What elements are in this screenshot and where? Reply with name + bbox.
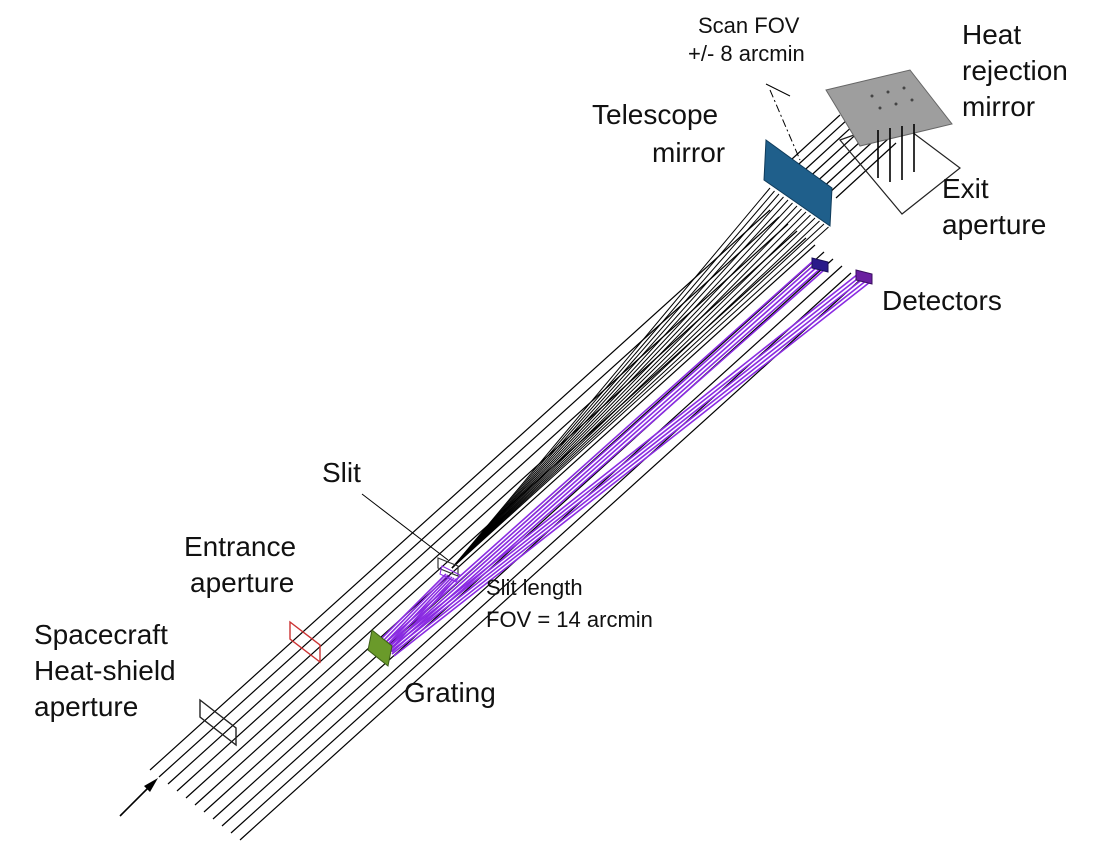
grating-to-detector2-ray (387, 275, 862, 651)
heat-rejection-label-line2: rejection (962, 55, 1068, 86)
converging-ray (451, 190, 775, 569)
entrance-aperture-label-line2: aperture (190, 567, 295, 598)
converging-ray (451, 208, 802, 569)
converging-ray (451, 193, 780, 569)
slit-label: Slit (322, 457, 361, 488)
slit-to-grating-ray (383, 575, 451, 645)
grating-to-detector2-ray (393, 281, 871, 657)
grating-to-detector2-ray (385, 273, 859, 649)
slit-to-grating-ray (389, 578, 457, 651)
dispersed-rays (379, 261, 871, 657)
detector-2 (855, 269, 873, 285)
converging-ray (451, 196, 784, 569)
converging-ray (451, 223, 825, 569)
telescope-mirror-label-line2: mirror (652, 137, 726, 168)
slit-mirror-frame (439, 565, 461, 583)
grating-element (367, 629, 393, 667)
reflected-ray-arrows (877, 124, 915, 182)
incoming-ray-bundle (149, 114, 897, 841)
incoming-ray (221, 265, 843, 827)
converging-ray (451, 202, 793, 569)
grating-to-detector2-ray (391, 279, 868, 655)
telescope-mirror-label-line1: Telescope (592, 99, 719, 130)
converging-rays (451, 187, 829, 569)
grating-to-detector1-ray (389, 267, 822, 651)
detectors-label: Detectors (882, 285, 1002, 316)
entrance-aperture-frame (289, 620, 321, 664)
converging-ray (451, 220, 820, 569)
grating-to-detector1-ray (387, 265, 819, 649)
spacecraft-label-line3: aperture (34, 691, 139, 722)
scan-fov-leader-line (765, 83, 791, 97)
slit-to-grating-ray (387, 577, 455, 649)
spacecraft-label-line2: Heat-shield (34, 655, 176, 686)
incoming-ray (158, 216, 780, 778)
slit-leader-line (361, 493, 449, 561)
incoming-ray (194, 244, 816, 806)
incoming-ray (239, 279, 861, 841)
converging-ray (451, 187, 771, 569)
converging-ray (451, 214, 811, 569)
scan-fov-axis-line (769, 89, 801, 161)
slit-to-grating-ray (381, 574, 449, 643)
slit-length-label-line1: Slit length (486, 575, 583, 600)
slit-to-grating-ray (379, 573, 447, 641)
converging-ray (451, 205, 798, 569)
converging-ray (451, 226, 829, 569)
grating-to-detector1-ray (385, 263, 816, 647)
detector-1 (811, 257, 829, 273)
heat-rejection-label-line3: mirror (962, 91, 1036, 122)
spacecraft-label-line1: Spacecraft (34, 619, 168, 650)
incoming-arrow-shaft (119, 785, 151, 817)
heat-rejection-mirror-element (825, 69, 953, 147)
exit-aperture-label-line2: aperture (942, 209, 1047, 240)
grating-label: Grating (404, 677, 496, 708)
grating-to-detector1-ray (391, 269, 825, 653)
scan-fov-label-line2: +/- 8 arcmin (688, 41, 805, 66)
converging-ray (451, 217, 816, 569)
exit-ray (819, 134, 881, 191)
incoming-ray (167, 223, 789, 785)
scan-fov-label-line1: Scan FOV (698, 13, 800, 38)
incoming-ray (149, 209, 771, 771)
telescope-mirror-element (763, 139, 833, 227)
converging-ray (451, 199, 789, 569)
exit-aperture-label-line1: Exit (942, 173, 989, 204)
grating-to-detector2-ray (389, 277, 865, 653)
slit-frame (437, 557, 459, 577)
converging-ray (451, 211, 807, 569)
slit-to-grating-ray (385, 576, 453, 647)
incoming-arrow-head (144, 778, 158, 792)
heat-mirror-dots (870, 86, 914, 110)
heat-rejection-label-line1: Heat (962, 19, 1022, 50)
grating-to-detector1-ray (383, 261, 813, 645)
slit-length-label-line2: FOV = 14 arcmin (486, 607, 653, 632)
entrance-aperture-label-line1: Entrance (184, 531, 297, 562)
heat-shield-aperture-frame (199, 698, 237, 747)
